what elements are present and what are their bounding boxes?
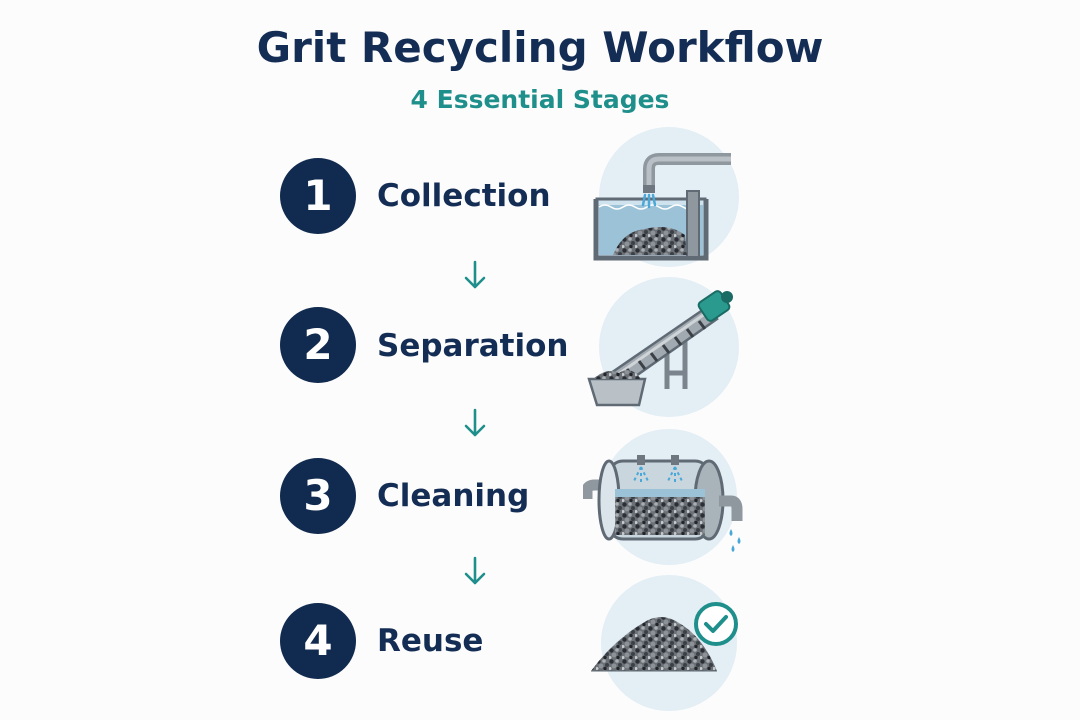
stage-number-badge: 3 [280, 458, 356, 534]
stage-label: Cleaning [377, 478, 530, 514]
stage-number-badge: 1 [280, 158, 356, 234]
stage-label: Collection [377, 178, 551, 214]
down-arrow-icon [464, 556, 486, 585]
down-arrow-icon [464, 408, 486, 437]
screw-conveyor-icon [587, 277, 739, 417]
stage-number-badge: 4 [280, 603, 356, 679]
page-subtitle: 4 Essential Stages [410, 85, 670, 114]
page-title: Grit Recycling Workflow [256, 23, 824, 72]
settling-tank-icon [593, 127, 739, 267]
down-arrow-icon [464, 260, 486, 289]
stage-number-badge: 2 [280, 307, 356, 383]
stage-label: Separation [377, 328, 569, 364]
washing-drum-icon [583, 429, 743, 565]
grit-pile-checkmark-icon [591, 575, 738, 711]
stage-label: Reuse [377, 623, 484, 659]
